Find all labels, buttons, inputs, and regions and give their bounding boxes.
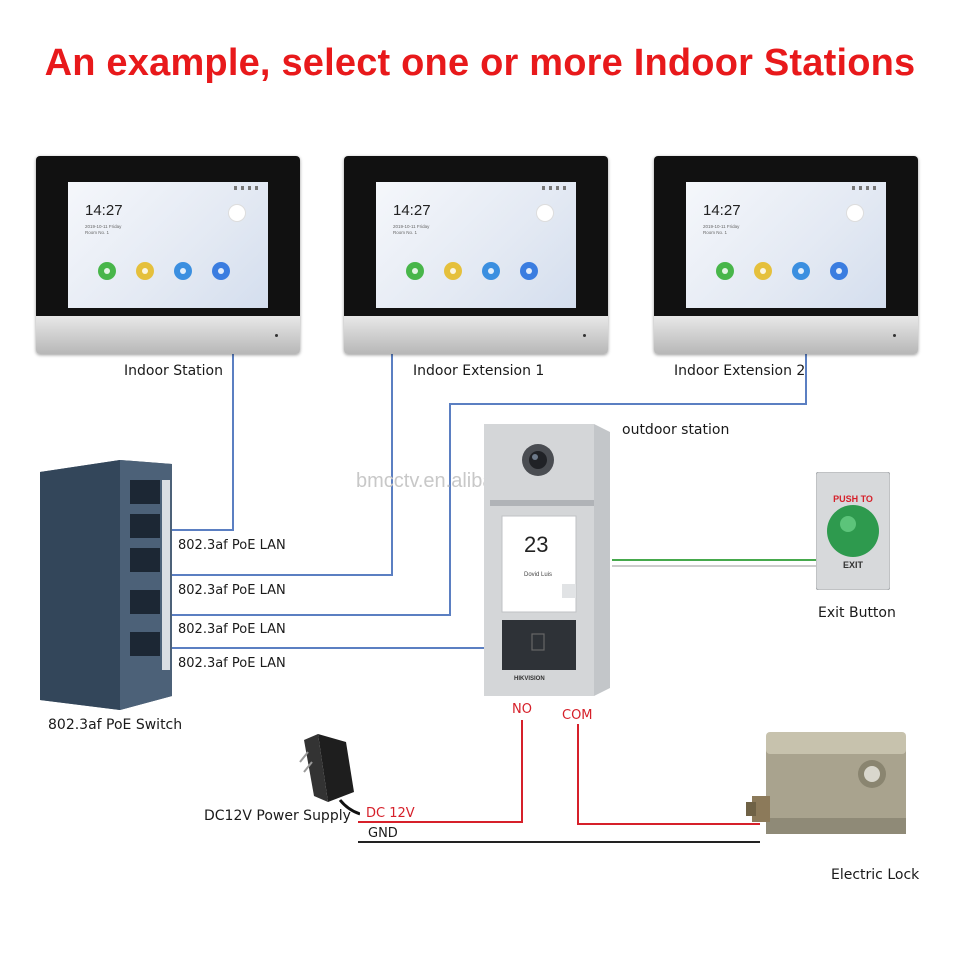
monitor-room: Room No. 1 [85,230,110,235]
indoor-extension-1-label: Indoor Extension 1 [413,363,545,379]
no-terminal-label: NO [512,702,532,717]
scene-icon [536,204,554,222]
message-icon [444,262,462,280]
indoor-extension-2-label: Indoor Extension 2 [674,363,806,379]
outdoor-display-number: 23 [524,532,549,557]
scene-icon [846,204,864,222]
poe-switch [40,460,172,710]
no-wire [358,720,523,823]
monitor-screen: 14:27 2019-10-11 Friday Room No. 1 [376,182,576,308]
indoor-extension-1-monitor: 14:27 2019-10-11 Friday Room No. 1 [344,156,608,354]
monitor-date: 2019-10-11 Friday [703,224,740,229]
page-title: An example, select one or more Indoor St… [44,42,916,84]
settings-icon [520,262,538,280]
com-terminal-label: COM [562,708,593,723]
lan-wire-indoor-extension-1 [162,352,393,576]
power-adapter [299,734,360,816]
message-icon [136,262,154,280]
call-icon [98,262,116,280]
poe-switch-label: 802.3af PoE Switch [48,717,183,733]
electric-lock [746,732,906,834]
monitor-screen: 14:27 2019-10-11 Friday Room No. 1 [686,182,886,308]
exit-button-top-text: PUSH TO [833,494,873,504]
monitor-clock: 14:27 [393,202,431,219]
exit-button-label: Exit Button [818,605,896,621]
indoor-station-monitor: 14:27 2019-10-11 Friday Room No. 1 [36,156,300,354]
lan-label-1: 802.3af PoE LAN [178,538,286,553]
gnd-label: GND [368,826,398,841]
settings-icon [212,262,230,280]
exit-button-bottom-text: EXIT [842,560,863,570]
message-icon [754,262,772,280]
monitor-room: Room No. 1 [703,230,728,235]
call-icon [716,262,734,280]
monitor-room: Room No. 1 [393,230,418,235]
call-icon [406,262,424,280]
scene-icon [228,204,246,222]
switch-ports [130,480,160,656]
exit-button: PUSH TO EXIT [816,472,890,590]
live-view-icon [792,262,810,280]
outdoor-display-name: Dovid Luis [524,572,553,578]
monitor-date: 2019-10-11 Friday [85,224,122,229]
monitor-clock: 14:27 [85,202,123,219]
monitor-date: 2019-10-11 Friday [393,224,430,229]
live-view-icon [174,262,192,280]
lan-label-4: 802.3af PoE LAN [178,656,286,671]
outdoor-station-label: outdoor station [622,422,730,438]
com-wire [577,724,760,825]
monitor-clock: 14:27 [703,202,741,219]
lan-wire-indoor-station [162,352,234,531]
outdoor-brand: HIKVISION [514,676,545,682]
monitor-screen: 14:27 2019-10-11 Friday Room No. 1 [68,182,268,308]
outdoor-station: 23 Dovid Luis HIKVISION [484,424,610,696]
live-view-icon [482,262,500,280]
dc12v-label: DC 12V [366,806,415,821]
power-supply-label: DC12V Power Supply [204,808,351,824]
settings-icon [830,262,848,280]
electric-lock-label: Electric Lock [831,867,920,883]
lan-label-2: 802.3af PoE LAN [178,583,286,598]
lan-label-3: 802.3af PoE LAN [178,622,286,637]
indoor-station-label: Indoor Station [124,363,223,379]
lan-wire-indoor-extension-2 [162,352,807,616]
indoor-extension-2-monitor: 14:27 2019-10-11 Friday Room No. 1 [654,156,918,354]
